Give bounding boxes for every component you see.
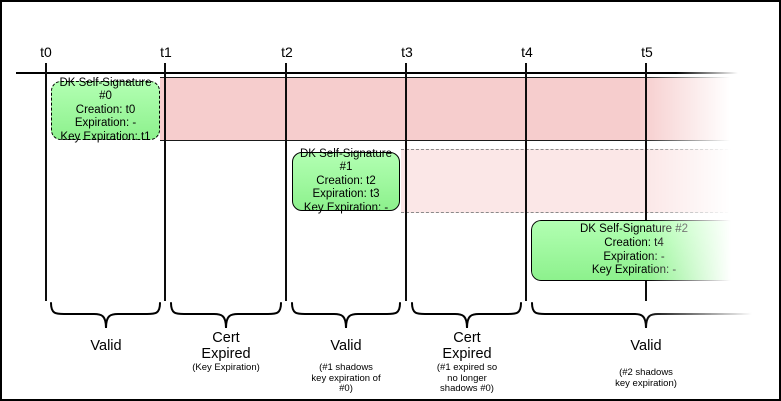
section-label: Cert Expired	[201, 330, 251, 362]
tick-line-t1	[164, 63, 166, 301]
timeline-section-cert-expired-2: Cert Expired (#1 expired so no longer sh…	[436, 330, 498, 395]
timeline-axis	[16, 72, 742, 74]
brace-section-2	[170, 302, 282, 329]
timeline-section-valid-1: Valid	[90, 331, 121, 363]
signature-key-expiration: Key Expiration: -	[591, 264, 677, 277]
section-note: (#1 expired so no longer shadows #0)	[436, 362, 498, 394]
timeline-section-valid-3: Valid (#2 shadows key expiration)	[615, 331, 677, 389]
section-braces	[50, 302, 522, 329]
tick-label-t3: t3	[401, 44, 413, 60]
self-signature-box-0: DK Self-Signature #0 Creation: t0 Expira…	[51, 77, 160, 143]
section-label: Cert Expired	[442, 330, 492, 362]
sig0-key-validity-band	[160, 77, 738, 141]
tick-label-t2: t2	[281, 44, 293, 60]
signature-key-expiration: Key Expiration: -	[303, 201, 389, 214]
self-signature-box-1: DK Self-Signature #1 Creation: t2 Expira…	[292, 148, 400, 214]
section-note: (#2 shadows key expiration)	[615, 367, 677, 389]
tick-label-t4: t4	[521, 44, 533, 60]
tick-line-t5	[645, 63, 647, 301]
signature-title: DK Self-Signature #1	[299, 147, 393, 174]
signature-expiration: Expiration: -	[603, 250, 665, 263]
tick-line-t4	[525, 63, 527, 301]
signature-key-expiration: Key Expiration: t1	[60, 130, 151, 143]
sig1-shadow-validity-band	[401, 149, 738, 213]
brace-section-4	[411, 302, 522, 329]
tick-line-t0	[45, 63, 47, 301]
signature-creation: Creation: t4	[604, 236, 664, 249]
brace-section-3	[291, 302, 401, 329]
timeline-section-cert-expired-1: Cert Expired (Key Expiration)	[192, 330, 260, 374]
section-label: Valid	[630, 338, 662, 354]
tick-label-t1: t1	[160, 44, 172, 60]
signature-title: DK Self-Signature #0	[59, 76, 152, 103]
section-brace-5	[531, 302, 761, 329]
tick-line-t2	[285, 63, 287, 301]
timeline-section-valid-2: Valid (#1 shadows key expiration of #0)	[311, 331, 380, 395]
section-note: (Key Expiration)	[192, 362, 260, 373]
signature-creation: Creation: t2	[316, 174, 376, 187]
section-label: Valid	[330, 338, 362, 354]
section-label: Valid	[90, 338, 122, 354]
tick-label-t0: t0	[40, 44, 52, 60]
signature-expiration: Expiration: -	[74, 117, 137, 130]
section-note: (#1 shadows key expiration of #0)	[311, 362, 381, 394]
tick-label-t5: t5	[641, 44, 653, 60]
signature-creation: Creation: t0	[75, 103, 136, 116]
tick-line-t3	[405, 63, 407, 301]
signature-title: DK Self-Signature #2	[579, 223, 689, 236]
signature-expiration: Expiration: t3	[312, 188, 380, 201]
brace-section-5	[531, 302, 761, 329]
self-signature-box-2: DK Self-Signature #2 Creation: t4 Expira…	[531, 220, 737, 281]
brace-section-1	[50, 302, 161, 329]
